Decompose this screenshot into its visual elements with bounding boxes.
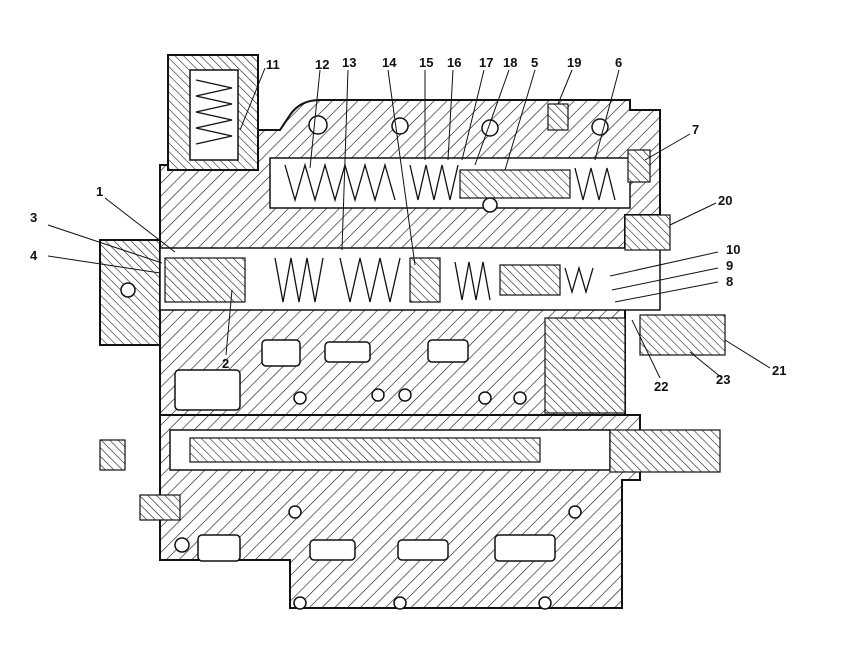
callout-5: 5 [531,55,538,70]
plug-7 [627,149,651,183]
spool-middle [409,257,441,303]
bolt-hole [293,391,307,405]
bolt-hole [308,115,328,135]
fitting-20 [624,214,671,251]
bolt-hole [482,197,498,213]
callout-21: 21 [772,363,786,378]
bolt-hole [293,596,307,610]
callout-22: 22 [654,379,668,394]
bolt-hole [591,118,609,136]
shaft-lower-right [609,429,721,473]
callout-7: 7 [692,122,699,137]
fitting-21 [639,314,726,356]
callout-17: 17 [479,55,493,70]
callout-8: 8 [726,274,733,289]
spool-middle-right [499,264,561,296]
spring-middle-main [339,257,401,303]
cavity [309,539,356,561]
callout-15: 15 [419,55,433,70]
callout-23: 23 [716,372,730,387]
cavity [427,339,469,363]
spring-right [574,167,616,201]
callout-20: 20 [718,193,732,208]
cavity [174,369,241,411]
callout-1: 1 [96,184,103,199]
bolt-hole [513,391,527,405]
cavity [397,539,449,561]
callout-10: 10 [726,242,740,257]
cavity [494,534,556,562]
bolt-hole [174,537,190,553]
spool-upper [459,169,571,199]
spring-middle-small [454,261,491,301]
bolt-hole [568,505,582,519]
bolt-hole [120,282,136,298]
cavity [324,341,371,363]
spring-upper-small [409,164,459,201]
cavity [544,317,626,414]
callout-19: 19 [567,55,581,70]
top-cap-bore [189,69,239,161]
callout-18: 18 [503,55,517,70]
bolt-hole [288,505,302,519]
callout-3: 3 [30,210,37,225]
upper-bore [269,157,631,209]
spring-top-cap [195,79,233,145]
spring-middle-right [564,265,594,295]
valve-left [164,257,246,303]
leader-lines [47,67,771,379]
bolt-hole [538,596,552,610]
bolt-bottom-left [139,494,181,521]
plug-19 [547,103,569,131]
callout-13: 13 [342,55,356,70]
spring-upper-main [284,162,396,203]
spring-middle-left [274,257,324,303]
callout-2: 2 [222,356,229,371]
bolt-hole [391,117,409,135]
spool-lower [189,437,541,463]
bolt-hole [481,119,499,137]
callout-6: 6 [615,55,622,70]
bolt-head-left [99,439,126,471]
callout-12: 12 [315,57,329,72]
callout-14: 14 [382,55,397,70]
bolt-hole [371,388,385,402]
bolt-hole [393,596,407,610]
cavity [261,339,301,367]
callout-9: 9 [726,258,733,273]
callout-11: 11 [266,57,280,72]
callout-4: 4 [30,248,38,263]
callout-16: 16 [447,55,461,70]
bolt-hole [398,388,412,402]
bolt-hole [478,391,492,405]
cavity [197,534,241,562]
